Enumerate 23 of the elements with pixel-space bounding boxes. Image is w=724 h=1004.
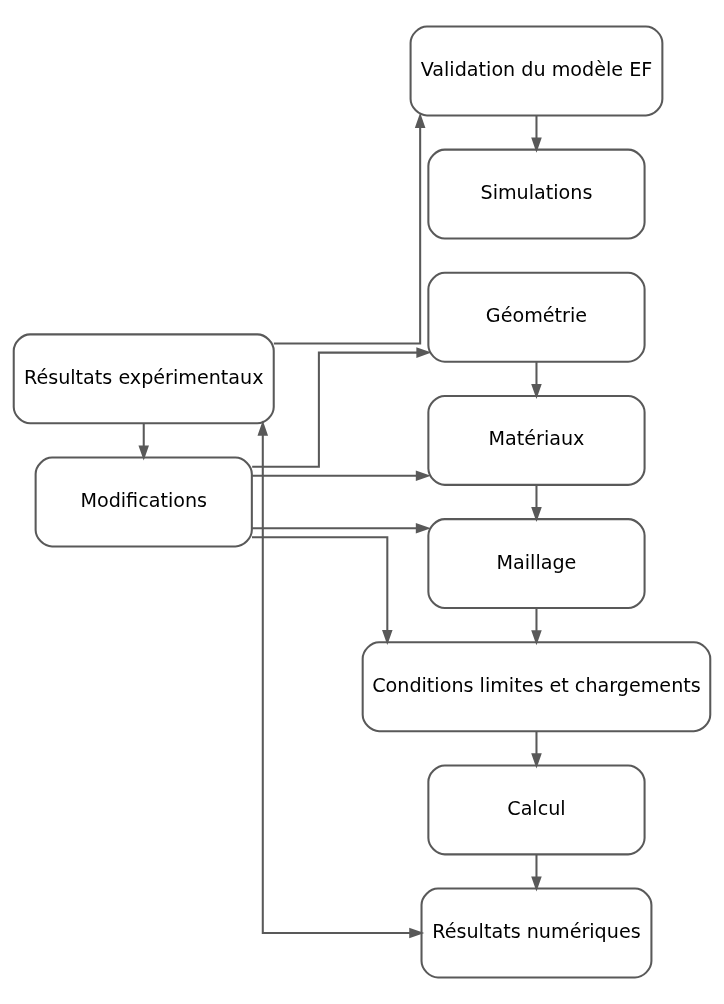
arrow — [531, 854, 542, 892]
arrow — [252, 536, 393, 646]
node-box: Calcul — [427, 764, 646, 856]
arrow — [252, 470, 431, 482]
node-box: Matériaux — [427, 394, 646, 486]
arrow — [138, 423, 149, 461]
node-box: Simulations — [427, 148, 646, 240]
node-box: Maillage — [427, 518, 646, 610]
arrow — [252, 522, 431, 534]
node-box: Conditions limites et chargements — [361, 641, 712, 733]
node-box: Modifications — [34, 456, 253, 548]
node-box: Validation du modèle EF — [409, 25, 664, 117]
arrow — [252, 347, 432, 468]
arrow — [531, 485, 542, 523]
arrow — [531, 115, 542, 153]
arrow — [257, 420, 425, 939]
node-box: Résultats expérimentaux — [12, 333, 275, 425]
arrow — [531, 608, 542, 646]
node-box: Résultats numériques — [420, 887, 653, 979]
arrow — [531, 731, 542, 769]
node-box: Géométrie — [427, 271, 646, 363]
arrow — [273, 112, 426, 345]
arrow — [531, 362, 542, 399]
